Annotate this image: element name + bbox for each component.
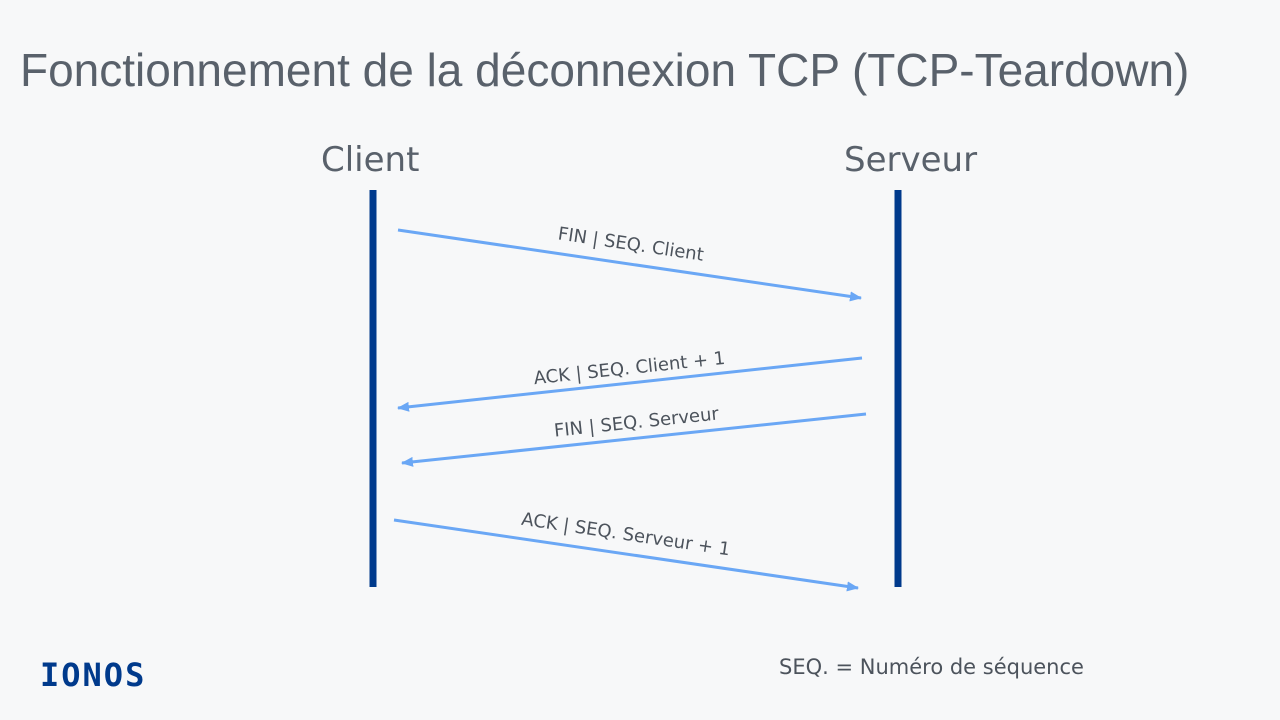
message-label-1: FIN | SEQ. Client <box>556 223 705 265</box>
page-title: Fonctionnement de la déconnexion TCP (TC… <box>20 44 1190 96</box>
client-actor-label: Client <box>321 140 420 180</box>
ionos-logo: IONOS <box>40 656 147 694</box>
server-actor-label: Serveur <box>844 140 978 180</box>
message-arrow-2 <box>397 356 863 412</box>
message-label-3: FIN | SEQ. Serveur <box>553 403 720 441</box>
message-arrow-4 <box>393 518 859 592</box>
message-arrow-3 <box>401 412 867 467</box>
footnote: SEQ. = Numéro de séquence <box>779 655 1084 679</box>
message-arrow-1 <box>397 228 862 302</box>
